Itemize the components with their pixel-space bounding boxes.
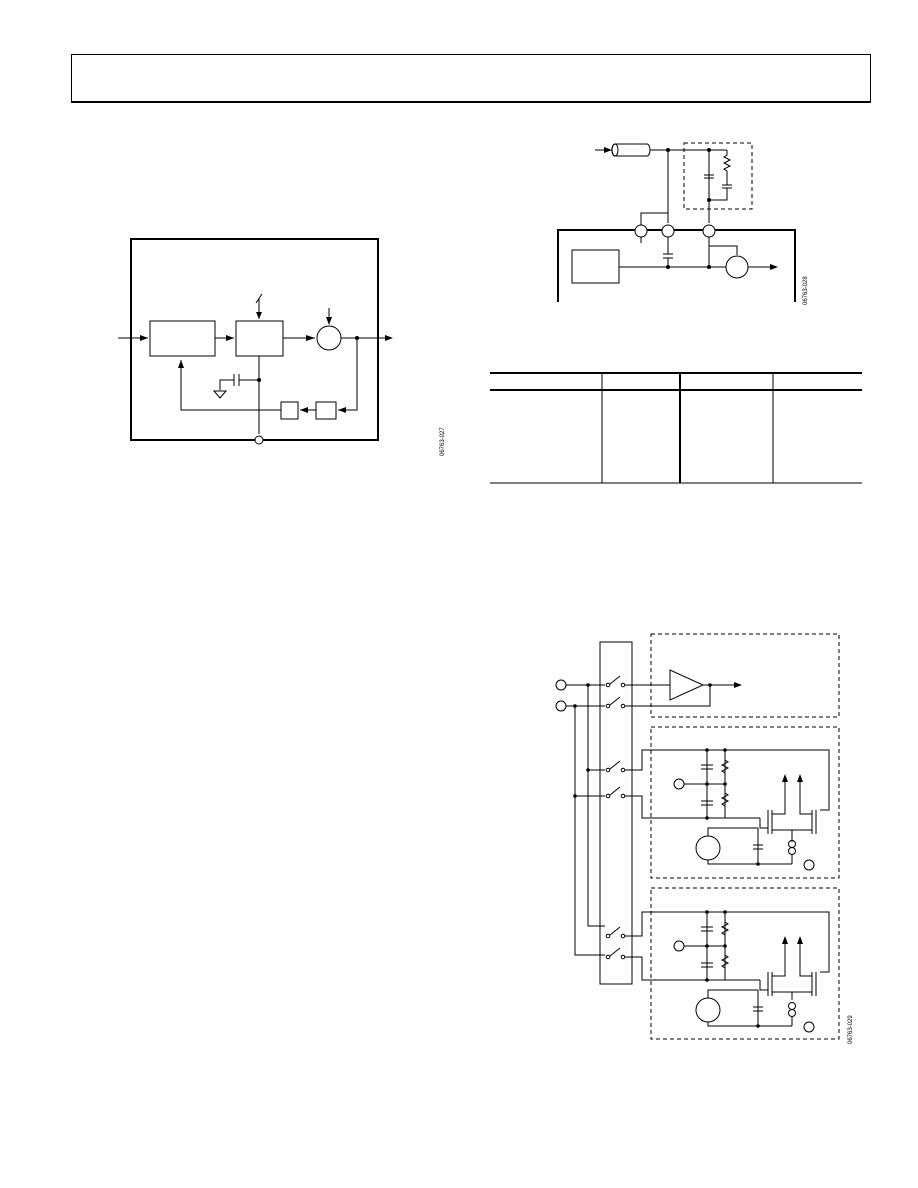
input-2-terminal [556,701,566,711]
pin-1 [635,225,647,237]
chip-outline [558,230,795,302]
figure-code-027: 06763-027 [440,427,446,456]
figure-code-029: 06763-029 [848,1015,854,1044]
small-block-1 [281,402,298,419]
switch-schematic-figure: 06763-029 [550,630,854,1044]
internal-block [572,250,619,283]
stage-1-enclosure [651,727,839,878]
small-block-2 [316,402,336,419]
figure-code-028: 06763-028 [803,276,809,305]
stage-1-output-terminal [804,860,814,870]
stage-1-source [696,836,720,860]
stage-2-enclosure [651,888,839,1039]
stage-2-bias-terminal [674,941,684,951]
switch-group [606,676,625,959]
buffer-enclosure [651,634,839,717]
block-diagram-figure: 06763-027 [110,230,446,456]
block-a [150,321,215,356]
amp-node [726,256,748,278]
stage-1-bias-terminal [674,779,684,789]
switch-module [600,642,632,984]
input-circuit-figure: 06763-028 [555,135,809,305]
input-1-terminal [556,680,566,690]
spec-table [490,372,862,484]
summing-node [317,326,341,350]
page-header-frame [71,54,871,103]
block-b [236,321,283,356]
output-node [255,436,263,444]
pin-3 [703,225,715,237]
stage-2-source [696,998,720,1022]
pin-2 [662,225,674,237]
termination-box [684,143,752,209]
buffer-amp [669,669,705,701]
stage-2-output-terminal [804,1022,814,1032]
